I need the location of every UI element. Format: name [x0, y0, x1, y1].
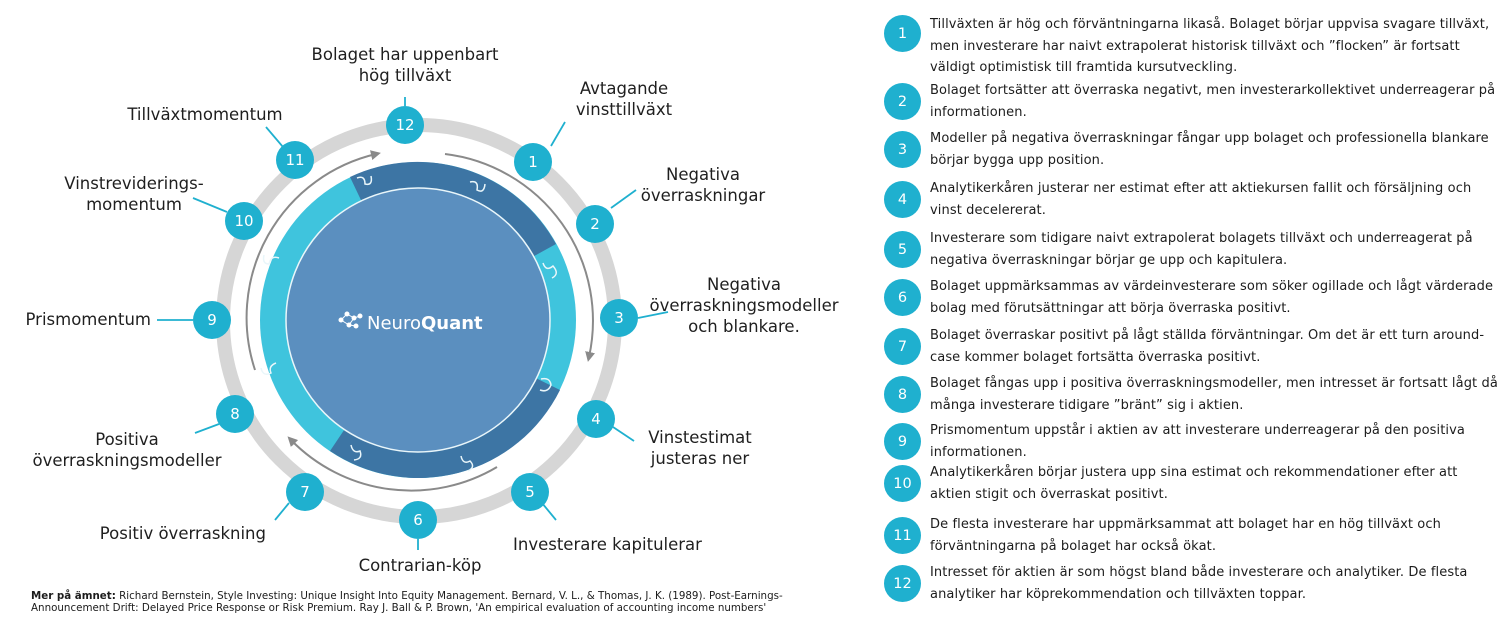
legend-number-badge: 7	[884, 328, 921, 365]
cycle-arrow-bottom	[287, 436, 498, 492]
svg-text:10: 10	[234, 212, 253, 230]
brain-network-icon	[338, 311, 363, 329]
svg-text:8: 8	[230, 405, 240, 423]
cycle-arrow-left	[245, 150, 381, 371]
svg-text:12: 12	[395, 116, 414, 134]
cycle-node-9: 9	[193, 301, 231, 339]
legend-number-badge: 4	[884, 181, 921, 218]
legend-text: Bolaget uppmärksammas av värdeinvesterar…	[930, 279, 1494, 316]
cycle-node-6: 6	[399, 501, 437, 539]
references-footnote: Mer på ämnet: Richard Bernstein, Style I…	[31, 590, 831, 614]
cycle-node-2: 2	[576, 205, 614, 243]
references-heading: Mer på ämnet:	[31, 590, 116, 602]
cycle-label-7: Positiv överraskning	[99, 524, 266, 543]
cycle-label-2: Negativa överraskningar	[640, 165, 766, 205]
cycle-nodes: 1 2 3 4 5 6 7 8 9 10 11 12	[193, 106, 638, 539]
cycle-node-7: 7	[286, 473, 324, 511]
legend-text: Investerare som tidigare naivt extrapole…	[930, 231, 1473, 268]
cycle-label-3: Negativa överraskningsmodeller och blank…	[649, 275, 839, 336]
legend-text: Tillväxten är hög och förväntningarna li…	[930, 17, 1490, 75]
svg-text:1: 1	[528, 153, 538, 171]
cycle-label-11: Tillväxtmomentum	[127, 105, 283, 124]
cycle-label-4: Vinstestimat justeras ner	[648, 428, 752, 468]
svg-text:3: 3	[614, 309, 624, 327]
legend-number-badge: 3	[884, 131, 921, 168]
cycle-node-1: 1	[514, 143, 552, 181]
cycle-node-5: 5	[511, 473, 549, 511]
label-connectors	[157, 97, 669, 550]
svg-text:11: 11	[285, 151, 304, 169]
cycle-node-12: 12	[386, 106, 424, 144]
cycle-node-10: 10	[225, 202, 263, 240]
legend-number-badge: 11	[884, 517, 921, 554]
svg-text:4: 4	[591, 410, 601, 428]
legend-text: De flesta investerare har uppmärksammat …	[930, 517, 1441, 554]
svg-text:7: 7	[300, 483, 310, 501]
svg-text:6: 6	[413, 511, 423, 529]
legend-number-badge: 6	[884, 279, 921, 316]
brand-name-part2: Quant	[421, 313, 483, 334]
cycle-label-8: Positiva överraskningsmodeller	[32, 430, 222, 470]
legend-text: Prismomentum uppstår i aktien av att inv…	[930, 423, 1465, 460]
cycle-label-10: Vinstreviderings- momentum	[64, 174, 204, 214]
legend-text: Analytikerkåren börjar justera upp sina …	[930, 465, 1458, 502]
svg-text:9: 9	[207, 311, 217, 329]
cycle-node-3: 3	[600, 299, 638, 337]
legend-number-badge: 12	[884, 565, 921, 602]
legend-number-badge: 2	[884, 83, 921, 120]
brand-name-part1: Neuro	[367, 313, 421, 334]
legend-text: Analytikerkåren justerar ner estimat eft…	[930, 181, 1472, 218]
legend-number-badge: 9	[884, 423, 921, 460]
legend-text: Modeller på negativa överraskningar fång…	[930, 131, 1489, 168]
puzzle-tabs	[260, 175, 557, 472]
legend-number-badge: 5	[884, 231, 921, 268]
cycle-node-4: 4	[577, 400, 615, 438]
legend-text: Bolaget fortsätter att överraska negativ…	[930, 83, 1496, 120]
legend-text: Bolaget överraskar positivt på lågt stäl…	[930, 328, 1485, 365]
cycle-diagram: NeuroQuant 1 2 3 4 5 6 7 8 9 10 11 12	[157, 97, 669, 550]
legend-number-badge: 10	[884, 465, 921, 502]
cycle-arrow-right	[444, 153, 595, 362]
svg-text:2: 2	[590, 215, 600, 233]
legend-text: Bolaget fångas upp i positiva överraskni…	[930, 376, 1498, 413]
references-text: Richard Bernstein, Style Investing: Uniq…	[31, 590, 783, 614]
cycle-label-12: Bolaget har uppenbart hög tillväxt	[311, 45, 499, 85]
cycle-label-1: Avtagande vinsttillväxt	[575, 79, 673, 119]
cycle-node-11: 11	[276, 141, 314, 179]
legend-number-badge: 1	[884, 15, 921, 52]
cycle-node-8: 8	[216, 395, 254, 433]
svg-text:5: 5	[525, 483, 535, 501]
inner-disk-core-edge	[285, 187, 551, 453]
brand-logo-text: NeuroQuant	[367, 313, 483, 334]
legend-text: Intresset för aktien är som högst bland …	[930, 565, 1468, 602]
cycle-label-9: Prismomentum	[25, 310, 151, 329]
cycle-label-6: Contrarian-köp	[358, 556, 482, 575]
inner-disk-core	[286, 188, 550, 452]
cycle-label-5: Investerare kapitulerar	[513, 535, 702, 554]
legend-number-badge: 8	[884, 376, 921, 413]
